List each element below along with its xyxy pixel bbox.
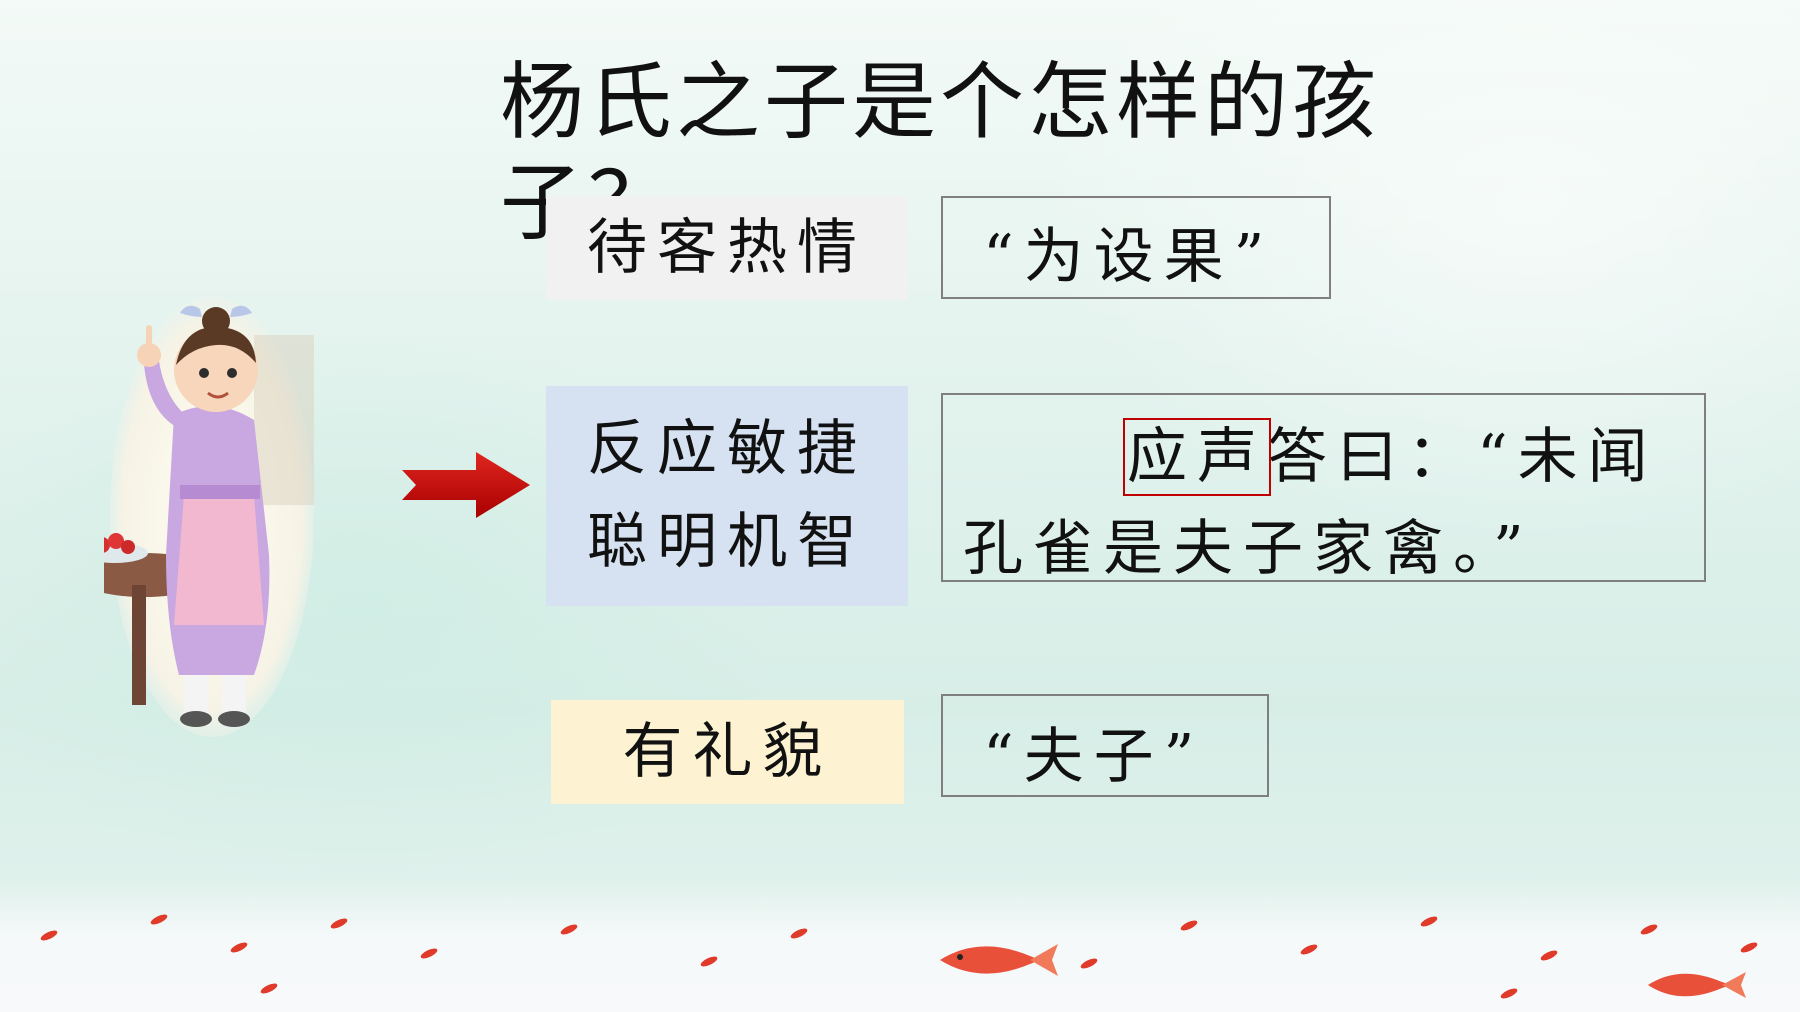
highlighted-word: 应声 — [1123, 418, 1271, 496]
child-illustration — [104, 297, 314, 737]
quote-box-hospitable: “为设果” — [941, 196, 1331, 299]
quote-line-1: 应声答曰：“未闻 — [963, 411, 1684, 503]
quote-box-quick-witted: 应声答曰：“未闻 孔雀是夫子家禽。” — [941, 393, 1706, 584]
right-arrow-icon — [402, 452, 530, 518]
fish-decoration — [940, 944, 1058, 976]
fish-decoration — [1648, 972, 1746, 998]
page-title: 杨氏之子是个怎样的孩子？ — [500, 53, 1381, 252]
quote-text: “为设果” — [983, 222, 1275, 292]
quote-text: 答曰：“未闻 — [1267, 422, 1658, 492]
quote-box-polite: “夫子” — [941, 694, 1269, 797]
quote-line-2: 孔雀是夫子家禽。” — [963, 514, 1534, 584]
trait-label-polite: 有礼貌 — [551, 700, 904, 804]
trait-label-text: 有礼貌 — [622, 716, 833, 787]
cloud-decoration — [0, 882, 1800, 1012]
trait-label-text: 待客热情 — [587, 212, 867, 283]
trait-label-text: 聪明机智 — [587, 507, 867, 577]
quote-text: “夫子” — [983, 722, 1205, 792]
trait-label-text: 反应敏捷 — [587, 414, 867, 484]
trait-label-quick-witted: 反应敏捷 聪明机智 — [546, 386, 908, 606]
trait-label-hospitable: 待客热情 — [546, 196, 908, 300]
